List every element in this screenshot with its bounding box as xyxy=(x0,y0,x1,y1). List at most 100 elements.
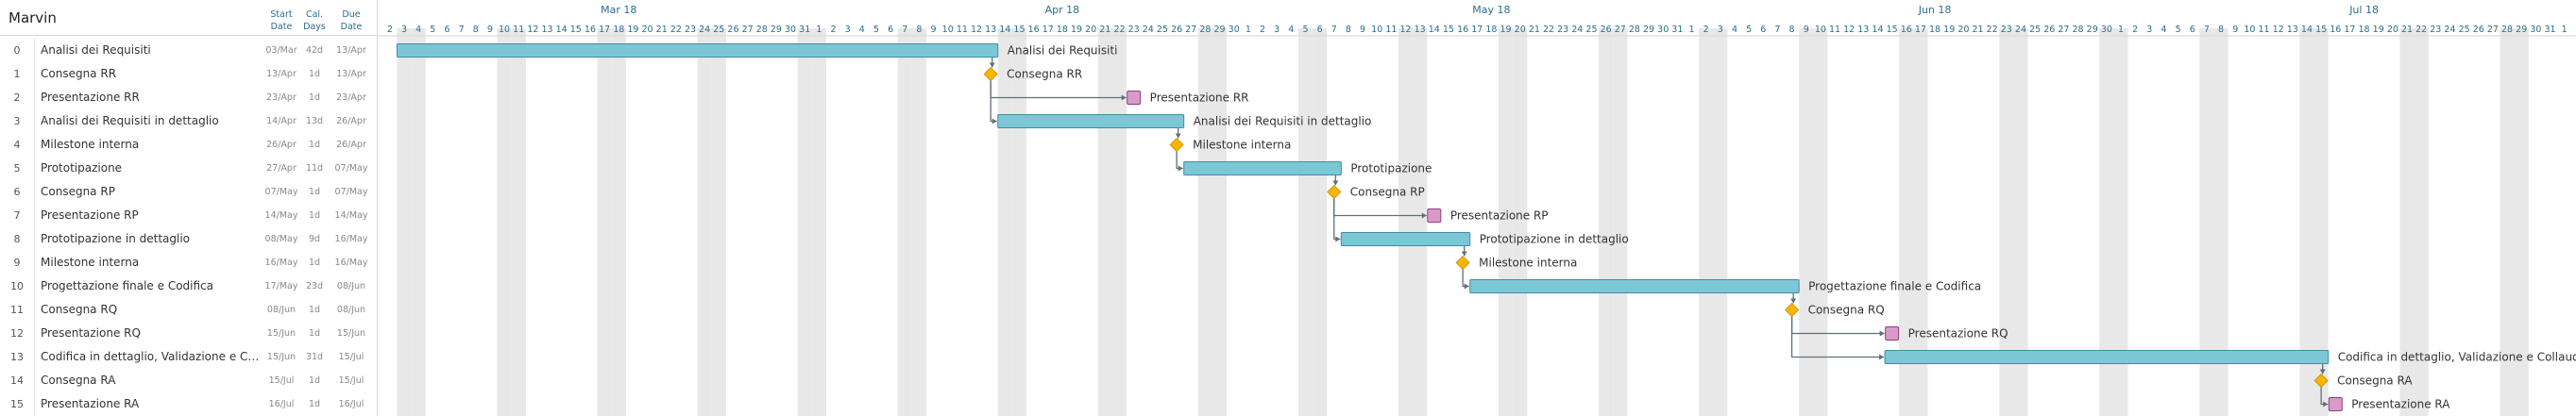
task-start-date: 15/Jun xyxy=(266,352,297,362)
day-tick-label: 30 xyxy=(1229,25,1240,35)
day-tick-label: 29 xyxy=(1643,25,1654,35)
due-date-header[interactable]: Due Date xyxy=(332,8,370,33)
weekend-column xyxy=(897,28,912,416)
dependency-link xyxy=(990,80,997,123)
day-tick-label: 6 xyxy=(2190,25,2195,35)
task-name: Consegna RA xyxy=(41,374,116,387)
weekend-column xyxy=(511,28,526,416)
task-bar xyxy=(396,43,999,58)
weekend-column xyxy=(797,28,812,416)
task-name: Presentazione RP xyxy=(41,208,139,222)
day-tick-label: 11 xyxy=(957,25,968,35)
task-name: Analisi dei Requisiti xyxy=(41,43,151,57)
weekend-column xyxy=(2113,28,2128,416)
day-tick-label: 14 xyxy=(999,25,1010,35)
day-tick-label: 20 xyxy=(2387,25,2398,35)
task-index: 3 xyxy=(0,109,35,133)
day-tick-label: 8 xyxy=(1346,25,1351,35)
day-tick-label: 21 xyxy=(656,25,668,35)
weekend-column xyxy=(711,28,726,416)
day-tick-label: 16 xyxy=(2330,25,2341,35)
day-tick-label: 14 xyxy=(1429,25,1440,35)
day-tick-label: 22 xyxy=(1113,25,1125,35)
day-tick-label: 11 xyxy=(513,25,524,35)
task-index: 9 xyxy=(0,251,35,275)
day-tick-label: 18 xyxy=(2359,25,2370,35)
task-name: Presentazione RR xyxy=(41,91,140,104)
start-date-header[interactable]: Start Date xyxy=(263,8,300,33)
day-tick-label: 13 xyxy=(2287,25,2298,35)
day-tick-label: 4 xyxy=(1732,25,1737,35)
task-start-date: 13/Apr xyxy=(266,69,297,79)
weekend-column xyxy=(1713,28,1728,416)
weekend-column xyxy=(1398,28,1414,416)
task-name: Consegna RR xyxy=(41,67,117,80)
task-start-date: 07/May xyxy=(264,187,298,197)
day-tick-label: 8 xyxy=(916,25,922,35)
weekend-column xyxy=(497,28,512,416)
day-tick-label: 9 xyxy=(2232,25,2238,35)
day-tick-label: 17 xyxy=(1471,25,1483,35)
task-duration: 1d xyxy=(308,375,321,386)
task-duration: 1d xyxy=(308,69,321,79)
task-start-date: 26/Apr xyxy=(266,140,297,150)
task-due-date: 08/Jun xyxy=(336,305,366,315)
day-tick-label: 2 xyxy=(2132,25,2138,35)
day-tick-label: 9 xyxy=(487,25,493,35)
day-tick-label: 18 xyxy=(613,25,624,35)
task-bar-label: Consegna RR xyxy=(1007,68,1082,81)
day-tick-label: 8 xyxy=(1789,25,1795,35)
weekend-column xyxy=(2213,28,2229,416)
task-bar-label: Consegna RP xyxy=(1350,186,1425,199)
day-tick-label: 19 xyxy=(1071,25,1082,35)
milestone-diamond xyxy=(1455,255,1470,271)
weekend-column xyxy=(1011,28,1027,416)
day-tick-label: 27 xyxy=(2487,25,2499,35)
weekend-column xyxy=(2514,28,2529,416)
task-due-date: 26/Apr xyxy=(336,140,366,150)
day-tick-label: 8 xyxy=(473,25,479,35)
task-duration: 1d xyxy=(308,140,321,150)
day-tick-label: 12 xyxy=(527,25,538,35)
day-tick-label: 9 xyxy=(1360,25,1365,35)
day-tick-label: 19 xyxy=(2373,25,2384,35)
day-tick-label: 21 xyxy=(1972,25,1983,35)
day-tick-label: 26 xyxy=(727,25,738,35)
day-tick-label: 15 xyxy=(1443,25,1454,35)
day-tick-label: 15 xyxy=(570,25,582,35)
start-header-line2: Date xyxy=(270,22,293,32)
day-tick-label: 12 xyxy=(2273,25,2284,35)
task-name: Milestone interna xyxy=(41,138,140,151)
day-tick-label: 2 xyxy=(1703,25,1709,35)
task-start-date: 23/Apr xyxy=(266,92,297,103)
deliverable-marker xyxy=(1885,326,1900,341)
task-bar-label: Analisi dei Requisiti xyxy=(1008,44,1118,58)
milestone-diamond xyxy=(2313,373,2329,389)
task-due-date: 16/Jul xyxy=(338,399,364,409)
task-due-date: 13/Apr xyxy=(336,69,366,79)
month-label: Mar 18 xyxy=(601,4,636,16)
day-tick-label: 3 xyxy=(1274,25,1280,35)
task-bar-label: Codifica in dettaglio, Validazione e Col… xyxy=(2338,351,2576,364)
day-tick-label: 26 xyxy=(1601,25,1612,35)
deliverable-marker xyxy=(1127,91,1142,105)
cal-days-header[interactable]: Cal. Days xyxy=(300,8,329,33)
day-tick-label: 4 xyxy=(415,25,421,35)
